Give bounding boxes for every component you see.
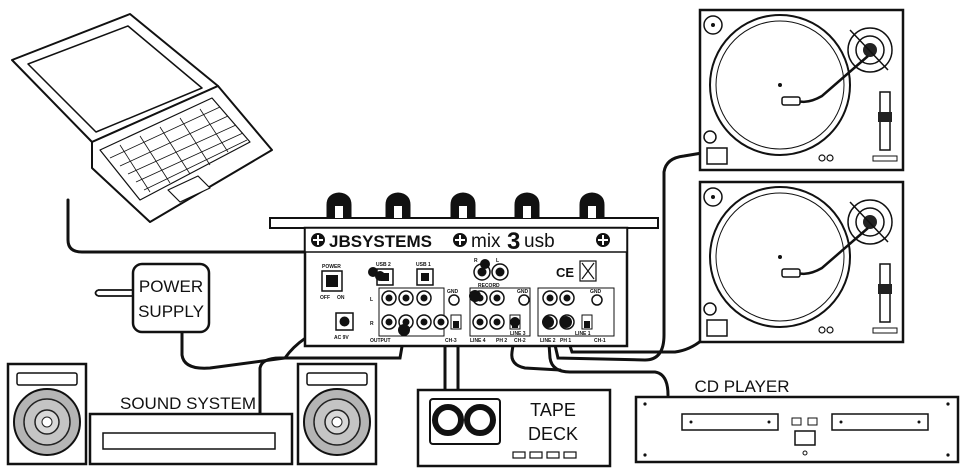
- label-rec-r: R: [474, 258, 478, 264]
- label-power: POWER: [322, 264, 341, 270]
- mixer-model-suffix: usb: [524, 231, 555, 252]
- power-supply: POWER SUPPLY: [94, 262, 211, 334]
- tape-deck: TAPE DECK: [416, 388, 612, 468]
- laptop-keys: [109, 106, 248, 193]
- laptop-touchpad: [167, 175, 211, 203]
- label-row-r: R: [370, 321, 374, 327]
- output-jacks: [381, 290, 432, 330]
- label-output: OUTPUT: [370, 338, 391, 344]
- cd-player-cable: [546, 328, 670, 397]
- laptop: [11, 13, 273, 223]
- label-ph2: PH 2: [496, 338, 507, 344]
- usb-port-1: [416, 268, 434, 286]
- rca-jack: [491, 263, 509, 281]
- cable-extra: [510, 330, 562, 372]
- cd-tray-right: [831, 413, 929, 431]
- power-supply-label-1: POWER: [139, 277, 203, 296]
- mixer-knobs: [326, 192, 605, 219]
- cd-display: [794, 430, 816, 446]
- usb-cable: [66, 198, 382, 270]
- screw-icon: [596, 233, 610, 247]
- label-ac: AC 9V: [334, 335, 349, 341]
- label-ch1: CH-1: [594, 338, 606, 344]
- cable-plugs: [375, 259, 572, 336]
- label-line1: LINE 1: [575, 331, 591, 337]
- tonearm: [781, 199, 893, 278]
- laptop-screen-inner: [27, 25, 203, 133]
- start-button: [703, 302, 717, 316]
- ch3-jacks: [433, 314, 462, 330]
- label-line4: LINE 4: [470, 338, 486, 344]
- tape-reel-left: [432, 404, 464, 436]
- knob: [385, 192, 411, 219]
- turntable-top-cable: [553, 151, 704, 362]
- weee-bin-icon: [579, 260, 597, 282]
- mixer-model-prefix: mix: [471, 231, 501, 252]
- pitch-slider-knob: [878, 284, 892, 294]
- label-on: ON: [337, 295, 345, 301]
- power-supply-box: [131, 262, 211, 334]
- sound-system-cable: [258, 333, 406, 415]
- label-ph1: PH 1: [560, 338, 571, 344]
- label-gnd-b: GND: [517, 289, 529, 295]
- label-line3: LINE 3: [510, 331, 526, 337]
- cd-player: CD PLAYER: [634, 377, 960, 464]
- screw-icon: [453, 233, 467, 247]
- label-gnd-a: GND: [447, 289, 459, 295]
- tape-reel-right: [464, 404, 496, 436]
- ce-mark: CE: [556, 265, 574, 280]
- tape-deck-label-1: TAPE: [530, 400, 576, 420]
- cd-player-label: CD PLAYER: [694, 377, 789, 396]
- tonearm: [781, 27, 893, 106]
- mixer: JBSYSTEMS mix 3 usb POWER OFF ON AC 9V U…: [269, 192, 659, 348]
- sound-system-label: SOUND SYSTEM: [120, 394, 256, 413]
- label-off: OFF: [320, 295, 330, 301]
- turntable-top: [698, 8, 905, 172]
- label-usb2: USB 2: [376, 262, 391, 268]
- cd-tray-left: [681, 413, 779, 431]
- mixer-top-plate: [269, 217, 659, 229]
- label-record: RECORD: [478, 283, 500, 289]
- label-line2: LINE 2: [540, 338, 556, 344]
- tape-deck-label-2: DECK: [528, 424, 578, 444]
- label-ch3: CH-3: [445, 338, 457, 344]
- sound-system: SOUND SYSTEM: [6, 362, 378, 466]
- knob: [579, 192, 605, 219]
- amplifier-display: [102, 432, 276, 450]
- power-supply-label-2: SUPPLY: [138, 302, 204, 321]
- start-button: [703, 130, 717, 144]
- label-usb1: USB 1: [416, 262, 431, 268]
- label-ch2: CH-2: [514, 338, 526, 344]
- knob: [514, 192, 540, 219]
- turntable-bottom: [698, 180, 905, 344]
- screw-icon: [311, 233, 325, 247]
- label-rec-l: L: [496, 258, 499, 264]
- knob: [326, 192, 352, 219]
- speaker-right: [296, 362, 378, 466]
- label-row-l: L: [370, 297, 373, 303]
- pitch-slider-knob: [878, 112, 892, 122]
- speaker-left: [6, 362, 88, 466]
- knob: [450, 192, 476, 219]
- label-gnd-c: GND: [590, 289, 602, 295]
- tape-deck-buttons: [512, 451, 577, 459]
- mixer-brand: JBSYSTEMS: [329, 232, 432, 251]
- mixer-model-number: 3: [507, 228, 520, 255]
